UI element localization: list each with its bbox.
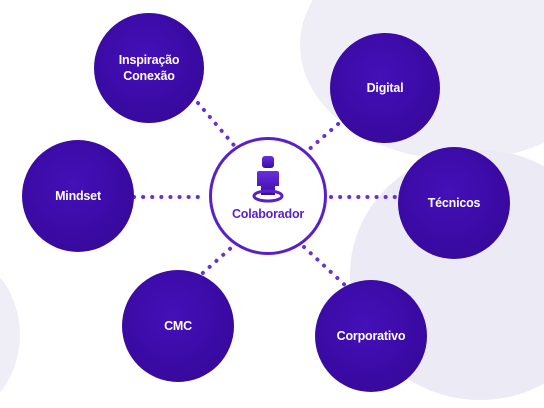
- center-hub: Colaborador: [209, 137, 327, 255]
- node-cmc: CMC: [122, 270, 234, 382]
- center-label: Colaborador: [231, 207, 305, 221]
- connector-digital: [304, 116, 347, 154]
- node-cmc-label: CMC: [164, 319, 192, 333]
- node-tecnicos: Técnicos: [398, 147, 510, 259]
- node-inspiracao-conexao: Inspiração Conexão: [94, 13, 204, 123]
- connector-cmc: [194, 245, 234, 281]
- person-on-target-icon: [252, 156, 284, 203]
- node-digital-label: Digital: [366, 81, 404, 95]
- node-tecnicos-label: Técnicos: [427, 196, 481, 210]
- node-digital: Digital: [330, 33, 440, 143]
- node-inspiracao-line2: Conexão: [123, 69, 175, 83]
- connector-corporativo: [302, 245, 349, 289]
- connector-inspiracao: [196, 101, 240, 152]
- node-mindset: Mindset: [22, 140, 134, 252]
- node-corporativo: Corporativo: [315, 280, 427, 392]
- node-mindset-label: Mindset: [55, 189, 101, 203]
- node-corporativo-label: Corporativo: [336, 329, 406, 343]
- node-inspiracao-line1: Inspiração: [118, 53, 180, 67]
